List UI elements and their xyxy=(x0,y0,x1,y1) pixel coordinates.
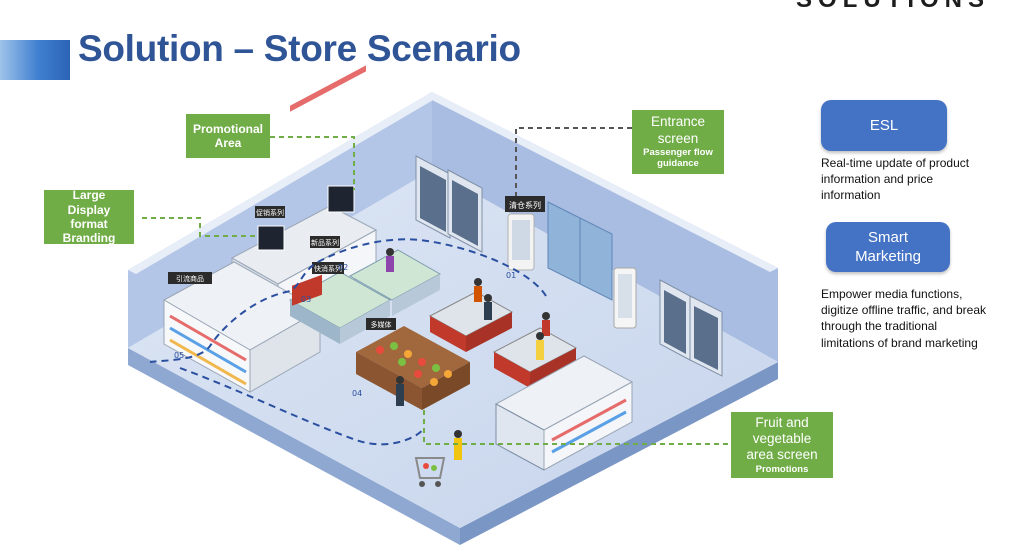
callout-leader-lines xyxy=(142,136,730,445)
fruit-area-sign-text: 多媒体 xyxy=(371,320,392,329)
smart-marketing-description-line1: Empower media functions, xyxy=(821,287,963,301)
entrance-screen-callout: Entrance screen Passenger flow guidance xyxy=(632,110,724,174)
shopping-baskets xyxy=(292,274,322,306)
entrance-leader-line xyxy=(515,127,632,196)
smart-marketing-description-line4: limitations of brand marketing xyxy=(821,335,978,350)
esl-badge: ESL xyxy=(821,100,947,151)
shoppers xyxy=(386,248,550,460)
large-display-line2: format xyxy=(70,217,108,231)
shelf-sign-2 xyxy=(310,236,340,248)
promotional-area-line2: Area xyxy=(214,136,242,150)
large-display-line3: Branding xyxy=(62,231,116,246)
smart-marketing-label-line2: Marketing xyxy=(855,248,921,265)
path-marker-05: 05 xyxy=(174,351,184,360)
smart-marketing-label-line1: Smart xyxy=(867,228,908,246)
path-marker-04: 04 xyxy=(352,389,362,398)
smart-marketing-description-line3: through the traditional xyxy=(821,319,938,334)
smart-marketing-badge: Smart Marketing xyxy=(826,222,950,272)
shopping-cart xyxy=(414,457,446,487)
fruit-vegetable-line1: Fruit and xyxy=(755,415,809,431)
freezer-sign-text: 快消系列 xyxy=(314,264,342,273)
left-shelf-sign xyxy=(168,272,212,284)
back-right-wall xyxy=(432,92,778,362)
shelf-sign-1 xyxy=(255,206,285,218)
large-display-callout: Large Display format Branding xyxy=(44,188,134,246)
entrance-sign xyxy=(505,196,545,212)
fruit-vegetable-callout: Fruit and vegetable area screen Promotio… xyxy=(731,412,833,478)
floor-slab-right-face xyxy=(460,362,778,545)
freezer-sign xyxy=(312,262,344,274)
promotional-area-line1: Promotional xyxy=(192,121,263,136)
shelf-top-screen xyxy=(327,185,355,213)
wall-top-edge-right xyxy=(432,92,778,272)
promotional-area-callout: Promotional Area xyxy=(186,114,270,158)
fruit-vegetable-stand xyxy=(356,326,470,410)
fruit-vegetable-line3: area screen xyxy=(746,447,818,463)
fruit-area-sign xyxy=(366,318,396,330)
esl-description-line1: Real-time update of product xyxy=(821,156,970,170)
entrance-screen-line1: Entrance xyxy=(650,114,706,130)
right-wall-fridges xyxy=(659,279,723,377)
path-marker-01: 01 xyxy=(506,271,516,280)
customer-flow-path xyxy=(149,238,547,446)
page-title: Solution – Store Scenario xyxy=(78,28,521,69)
fruit-vegetable-line2: vegetable xyxy=(752,431,812,447)
entrance-screen-sub1: Passenger flow xyxy=(643,146,713,158)
esl-description-line2: information and price xyxy=(821,172,934,187)
entrance-screen-sub2: guidance xyxy=(657,158,699,170)
path-marker-02: 02 xyxy=(338,263,348,272)
esl-description: Real-time update of product information … xyxy=(821,155,1011,204)
esl-label: ESL xyxy=(869,116,899,134)
large-display-line1: Large Display xyxy=(67,188,111,217)
back-fridges xyxy=(415,155,483,253)
wall-top-edge-left xyxy=(128,92,440,274)
entrance-screen-line2: screen xyxy=(657,130,699,146)
entrance-sign-text: 清仓系列 xyxy=(509,200,541,210)
front-right-shelf xyxy=(494,355,634,471)
smart-marketing-description-line2: digitize offline traffic, and break xyxy=(821,303,986,318)
path-marker-03: 03 xyxy=(301,295,311,304)
title-accent-bar xyxy=(0,40,70,80)
fruit-vegetable-sub: Promotions xyxy=(755,463,809,475)
left-shelf-sign-text: 引流商品 xyxy=(176,274,204,283)
shelf-sign-2-text: 新品系列 xyxy=(311,238,339,247)
smart-marketing-description: Empower media functions, digitize offlin… xyxy=(821,286,1017,351)
shelf-sign-1-text: 促销系列 xyxy=(256,208,284,217)
checkout-counters xyxy=(428,291,578,388)
floor-slab-left-face xyxy=(128,348,460,545)
promotional-area-screen xyxy=(257,225,285,251)
esl-description-line3: information xyxy=(821,188,881,203)
corner-brand-text: SOLUTIONS xyxy=(796,0,990,14)
